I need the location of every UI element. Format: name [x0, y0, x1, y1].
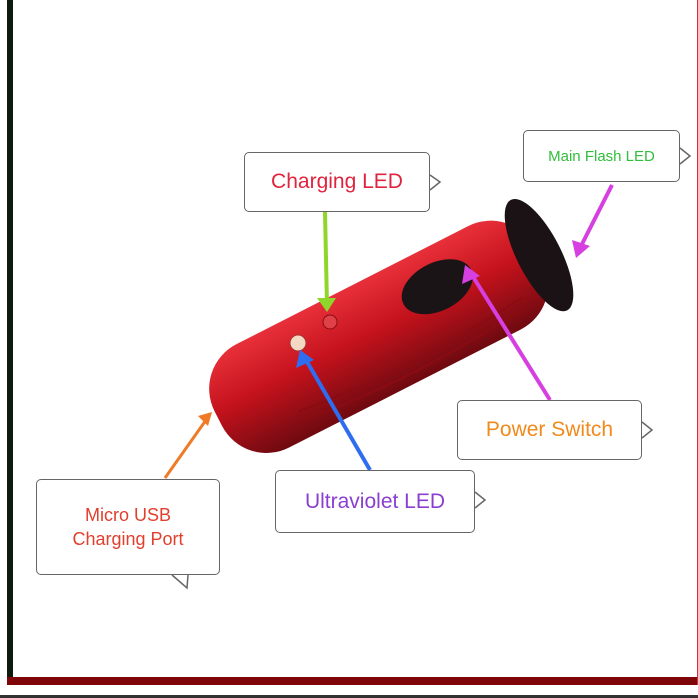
callout-text: Charging LED	[271, 170, 403, 193]
power-switch-button	[401, 259, 473, 315]
callout-main-flash-led: Main Flash LED	[523, 130, 680, 182]
callout-text-line2: Charging Port	[72, 529, 184, 549]
callout-power-switch: Power Switch	[457, 400, 642, 460]
left-frame-border	[7, 0, 13, 685]
callout-text: Main Flash LED	[548, 147, 655, 165]
flashlight-head	[504, 198, 574, 312]
arrow-main-flash	[578, 184, 614, 249]
bottom-frame-border	[7, 677, 698, 685]
arrow-usb	[163, 419, 208, 479]
callout-ultraviolet-led: Ultraviolet LED	[275, 470, 475, 533]
arrow-ultraviolet	[304, 358, 372, 472]
charging-led-lens	[322, 314, 338, 330]
callout-micro-usb: Micro USB Charging Port	[36, 479, 220, 575]
callout-charging-led: Charging LED	[244, 152, 430, 212]
bottom-edge-line	[0, 695, 698, 698]
ultraviolet-led-lens	[289, 334, 307, 352]
callout-text: Ultraviolet LED	[304, 489, 446, 513]
callout-text: Power Switch	[485, 418, 614, 441]
callout-text-line1: Micro USB	[84, 505, 171, 525]
arrow-charging-led	[323, 211, 329, 306]
arrow-power-switch	[470, 273, 552, 402]
